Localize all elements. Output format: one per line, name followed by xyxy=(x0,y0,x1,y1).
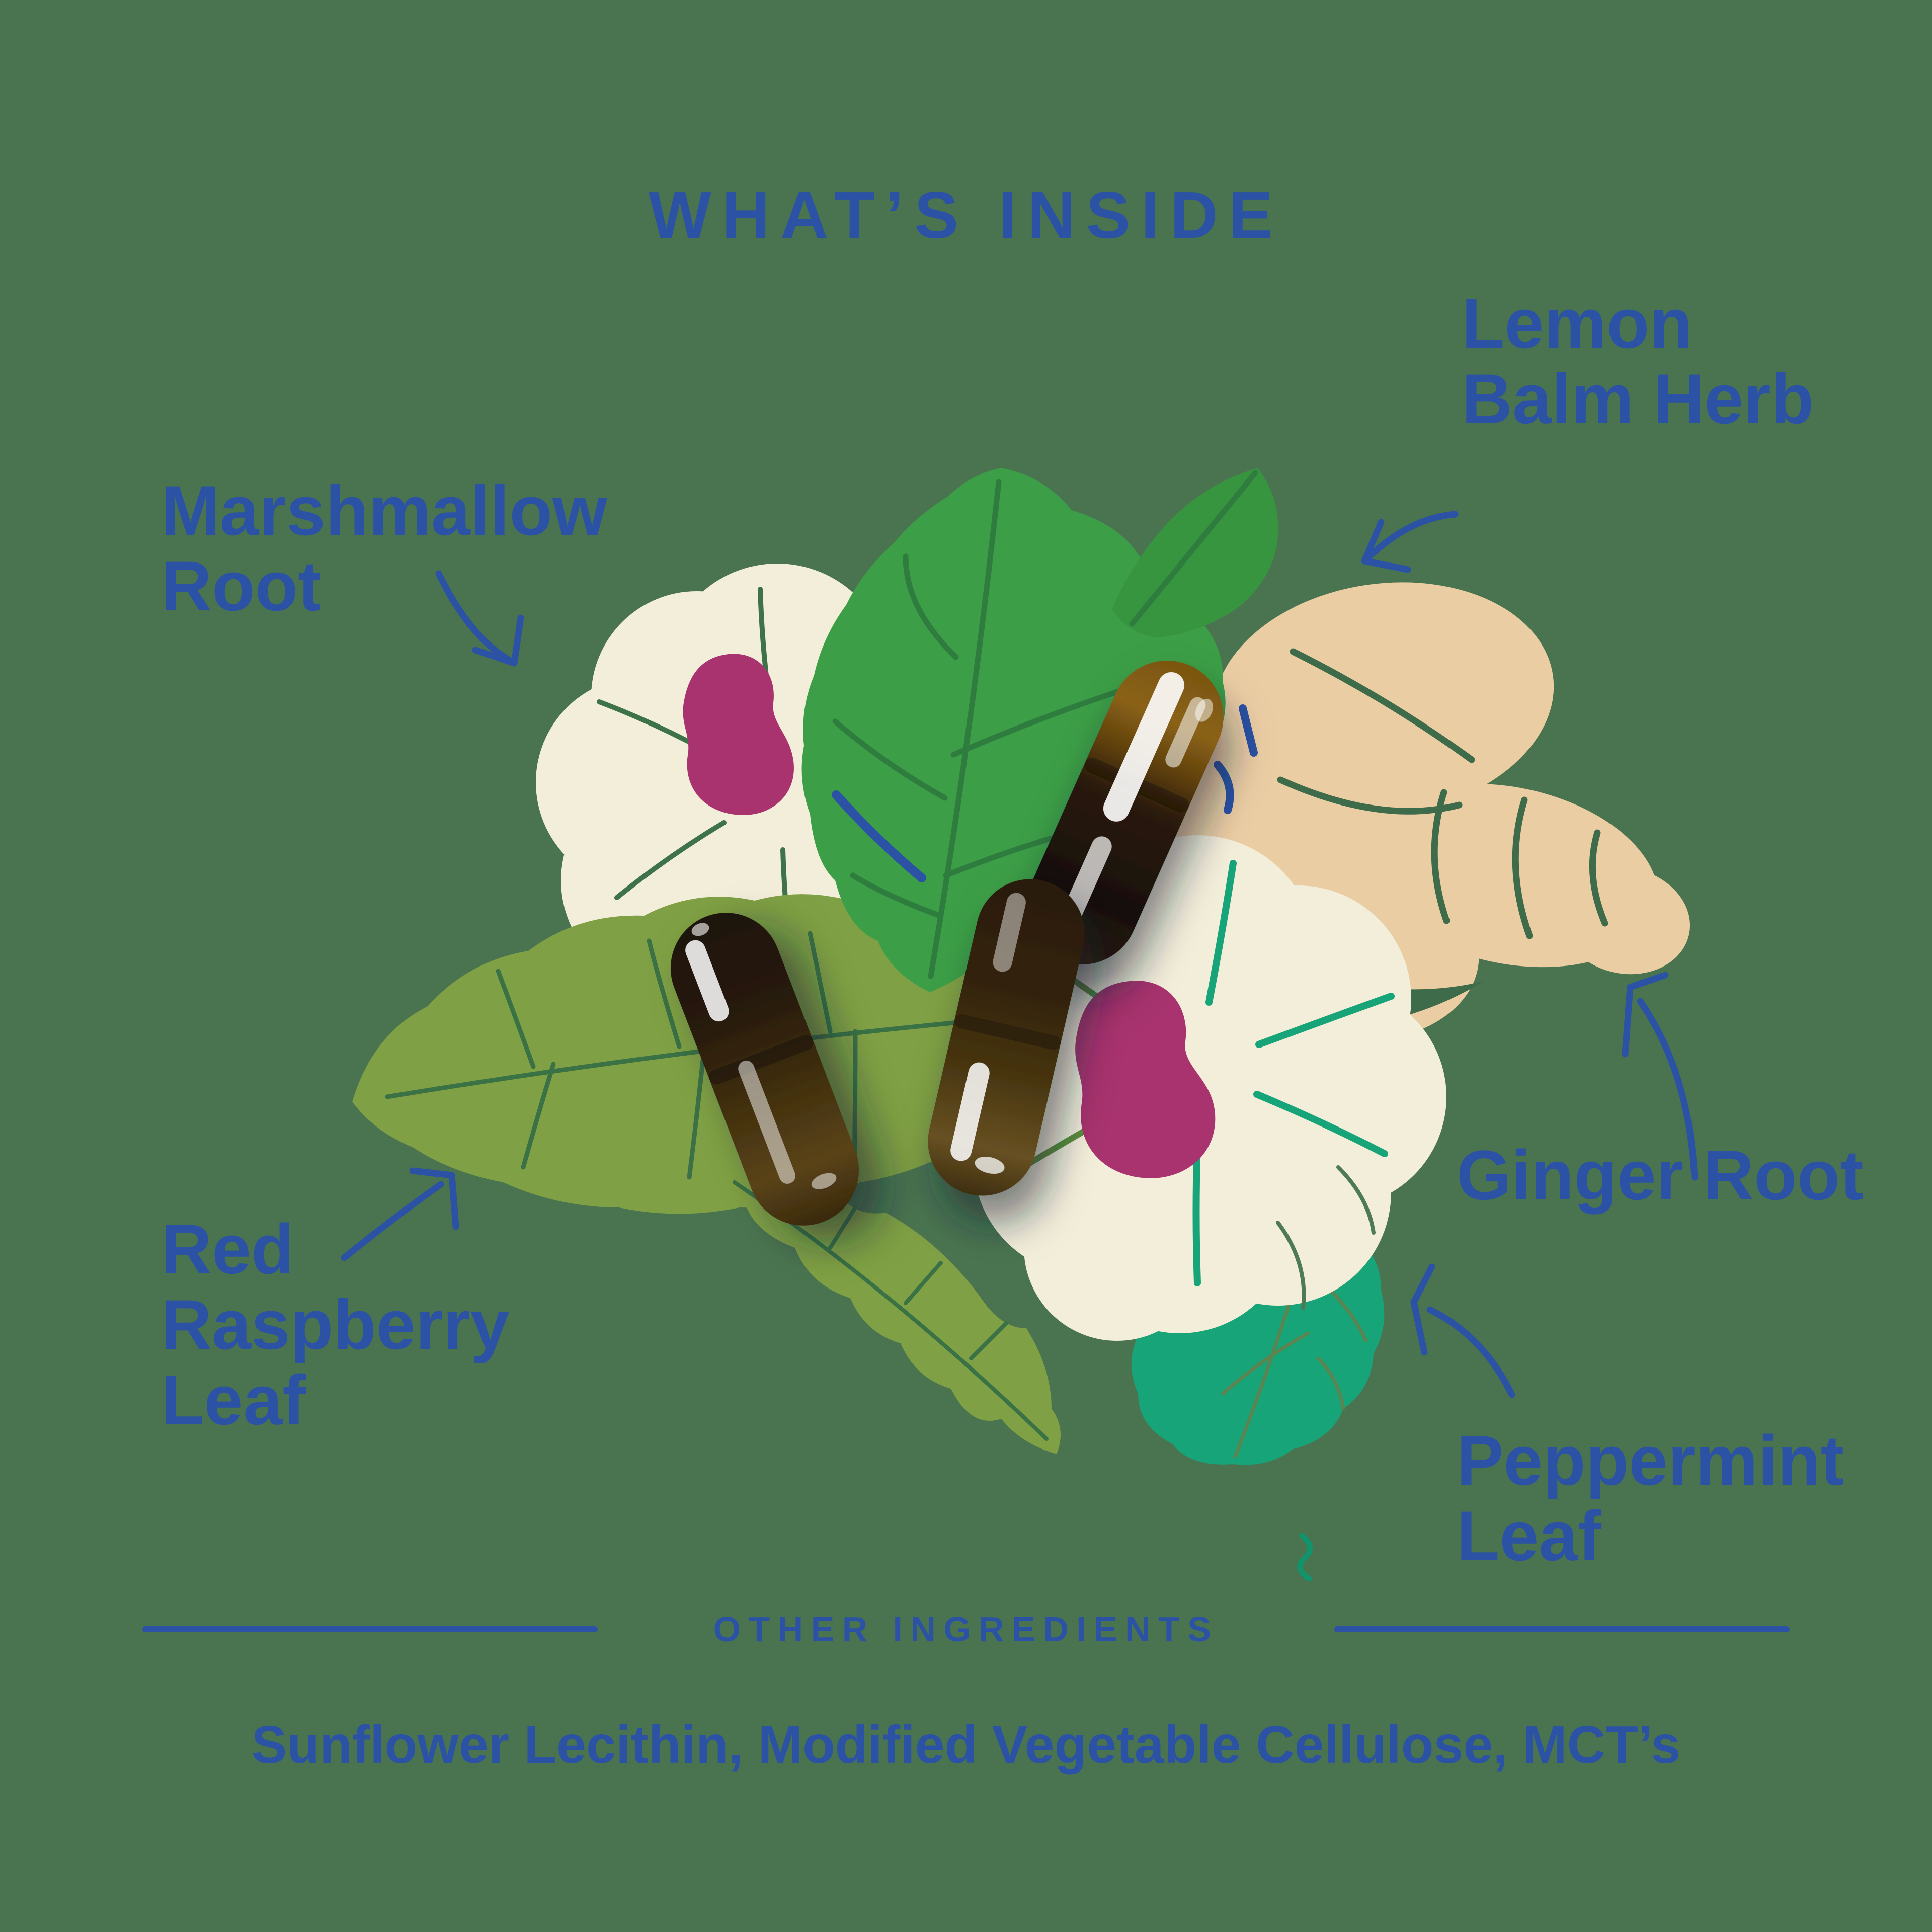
divider-line-left xyxy=(142,1626,598,1632)
label-line: Red xyxy=(161,1210,294,1289)
ginger-band-lines xyxy=(1277,648,1608,939)
page-title: WHAT’S INSIDE xyxy=(648,178,1284,252)
label-line: Root xyxy=(161,546,321,625)
peppermint-arrow-icon xyxy=(1410,1263,1515,1398)
flower2-petal-lines-teal xyxy=(1192,860,1395,1286)
capsule-3 xyxy=(928,879,1085,1196)
capsule-1 xyxy=(1025,660,1224,965)
raspberry-leaf2-veins xyxy=(733,1180,1049,1441)
raspberry-arrow-icon xyxy=(341,1167,459,1261)
flower-center-magenta xyxy=(683,654,794,815)
label-line: Leaf xyxy=(161,1360,306,1439)
label-lemon-balm-herb: Lemon Balm Herb xyxy=(1462,286,1814,437)
other-ingredients-heading: OTHER INGREDIENTS xyxy=(713,1609,1219,1649)
label-line: Lemon xyxy=(1462,284,1693,363)
label-line: Ginger Root xyxy=(1457,1136,1864,1215)
capsule-2 xyxy=(670,913,859,1226)
label-ginger-root: Ginger Root xyxy=(1457,1138,1864,1213)
other-ingredients-list: Sunflower Lecithin, Modified Vegetable C… xyxy=(251,1715,1681,1775)
label-line: Marshmallow xyxy=(161,471,607,550)
ginger-arrow-icon xyxy=(1622,972,1698,1181)
flower2-center-magenta xyxy=(1075,981,1216,1178)
lemon-balm-arrow-icon xyxy=(1361,511,1459,573)
divider-line-right xyxy=(1334,1626,1790,1632)
marshmallow-arrow-icon xyxy=(435,570,524,667)
label-red-raspberry-leaf: Red Raspberry Leaf xyxy=(161,1212,510,1437)
label-line: Peppermint xyxy=(1457,1421,1844,1500)
label-peppermint-leaf: Peppermint Leaf xyxy=(1457,1423,1844,1574)
label-line: Leaf xyxy=(1457,1496,1601,1575)
teal-squiggle-accent xyxy=(1297,1533,1313,1582)
label-line: Raspberry xyxy=(161,1284,510,1364)
other-ingredients-divider: OTHER INGREDIENTS xyxy=(0,1599,1932,1659)
label-marshmallow-root: Marshmallow Root xyxy=(161,473,607,624)
navy-accent-strokes xyxy=(1214,704,1258,814)
lemon-balm-blue-vein-accent xyxy=(832,790,926,882)
flower2-petal-lines-green xyxy=(1276,1165,1376,1310)
label-line: Balm Herb xyxy=(1462,359,1814,438)
